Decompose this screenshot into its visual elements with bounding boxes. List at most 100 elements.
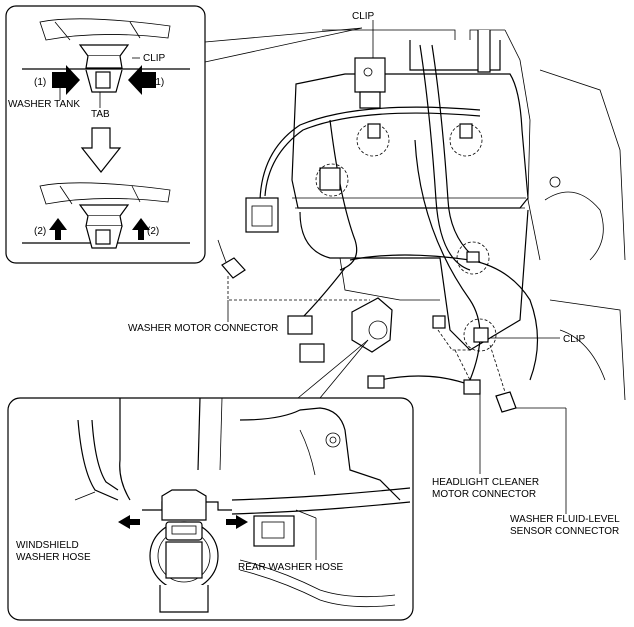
leader-windshield-hose xyxy=(74,491,96,501)
panel-edge xyxy=(39,18,171,41)
clip-circle xyxy=(356,123,390,157)
harness-connector xyxy=(287,315,313,335)
harness xyxy=(349,254,539,381)
harness xyxy=(419,44,471,271)
clip-body xyxy=(85,55,123,69)
pull-label-left: (2) xyxy=(34,226,46,237)
push-label-right: (1) xyxy=(152,77,164,88)
clip-bracket xyxy=(354,57,386,93)
panel-edge xyxy=(39,182,171,205)
tank-rib xyxy=(299,429,316,476)
bracket-bolt xyxy=(363,67,373,77)
harness xyxy=(259,106,481,201)
callout-line xyxy=(297,339,369,399)
clip-removal-inset: CLIP (1) (1) WASHER TANK TAB (2) (2) xyxy=(5,5,206,264)
connector-wire xyxy=(217,239,227,263)
washer-motor-connector xyxy=(221,257,246,279)
harness xyxy=(299,267,346,321)
body-panel xyxy=(539,69,626,261)
connector-dashline xyxy=(227,276,370,301)
push-arrow-icon xyxy=(52,65,80,95)
panel-hatch xyxy=(129,21,141,39)
washer-motor-connector-label: WASHER MOTOR CONNECTOR xyxy=(128,323,278,334)
clip-part xyxy=(466,251,480,263)
up-arrow-icon xyxy=(132,218,150,240)
clip-view-before xyxy=(22,18,190,108)
harness xyxy=(239,569,396,608)
down-arrow-icon xyxy=(80,127,122,173)
up-arrow-icon xyxy=(49,218,67,240)
clip-label-inset: CLIP xyxy=(143,53,166,64)
pull-arrow-icon xyxy=(226,515,248,529)
tab-label: TAB xyxy=(91,109,110,120)
panel-hatch xyxy=(131,185,141,203)
body-panel xyxy=(549,299,626,401)
clip-circle xyxy=(463,318,497,352)
rear-washer-hose xyxy=(231,501,411,515)
clip-label-top: CLIP xyxy=(352,11,375,22)
connector-slot xyxy=(171,525,197,535)
connector-dashline xyxy=(454,349,471,381)
push-label-left: (1) xyxy=(34,77,46,88)
headlight-cleaner-motor-connector xyxy=(463,379,481,395)
clip-part xyxy=(473,327,489,343)
headlight-cleaner-label-1: HEADLIGHT CLEANER xyxy=(432,477,539,488)
clip-part xyxy=(367,123,381,139)
pull-label-right: (2) xyxy=(147,226,159,237)
fluid-level-label-1: WASHER FLUID-LEVEL xyxy=(510,514,620,525)
panel-hatch xyxy=(59,185,73,205)
clip-label-right: CLIP xyxy=(563,334,586,345)
harness xyxy=(379,375,471,386)
clip-body xyxy=(85,215,123,227)
clip-mount xyxy=(359,91,381,109)
body-panel xyxy=(559,329,606,381)
windshield-washer-hose-label-1: WINDSHIELD xyxy=(16,540,79,551)
grommet xyxy=(319,167,341,191)
callout-line xyxy=(204,27,363,63)
harness-connector xyxy=(432,315,446,329)
motor-top xyxy=(161,489,207,521)
bolt-center xyxy=(329,436,337,444)
inset-frame xyxy=(7,397,414,621)
harness-connector xyxy=(367,375,385,389)
windshield-washer-hose xyxy=(77,419,119,501)
inset-frame xyxy=(5,5,206,264)
bolt xyxy=(549,176,561,188)
clip-view-after xyxy=(22,182,190,249)
clip-head xyxy=(78,44,130,57)
motor-housing xyxy=(165,541,203,579)
tank-outline xyxy=(239,407,401,501)
hose-disconnect-inset xyxy=(7,397,414,621)
bolt xyxy=(325,432,341,448)
harness xyxy=(264,112,481,197)
tank-outline xyxy=(197,397,201,471)
connector-dashline xyxy=(489,344,506,393)
washer-tank-label: WASHER TANK xyxy=(8,99,80,110)
motor-outlet xyxy=(368,320,388,340)
clip-window xyxy=(95,229,111,245)
harness-connector xyxy=(245,197,279,233)
fluid-level-sensor-connector xyxy=(495,391,517,413)
motor-base xyxy=(159,585,209,613)
filler-tube xyxy=(477,30,491,73)
tank-lower-edge xyxy=(339,257,440,301)
clip-part xyxy=(459,123,473,139)
leader-rear-hose xyxy=(295,509,317,519)
harness xyxy=(431,44,481,263)
motor-connector xyxy=(165,521,203,541)
tank-outline xyxy=(119,398,131,501)
connector-face xyxy=(251,205,273,227)
harness xyxy=(239,559,396,598)
tank-outline xyxy=(219,397,223,471)
harness-connector xyxy=(299,343,325,363)
connector-dashline xyxy=(437,329,470,351)
headlight-cleaner-label-2: MOTOR CONNECTOR xyxy=(432,489,536,500)
clip-circle xyxy=(315,163,349,197)
connector-face xyxy=(261,521,285,539)
harness xyxy=(414,139,481,381)
callout-line xyxy=(319,339,369,399)
rear-washer-hose-label: REAR WASHER HOSE xyxy=(238,562,344,573)
clip-window xyxy=(95,71,111,89)
clip-circle xyxy=(449,123,483,157)
